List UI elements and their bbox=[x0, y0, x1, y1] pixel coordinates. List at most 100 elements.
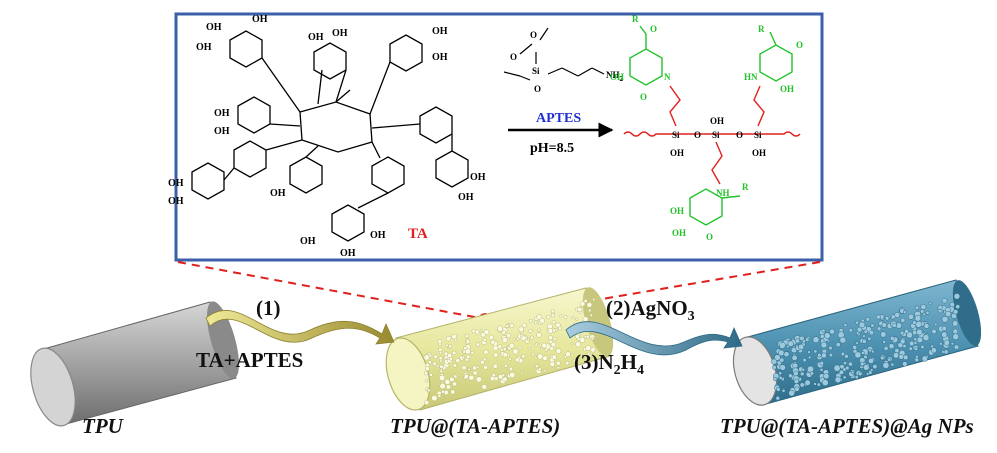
surface-particle bbox=[802, 358, 807, 363]
surface-particle bbox=[463, 346, 468, 351]
surface-particle bbox=[496, 325, 504, 332]
surface-particle bbox=[904, 328, 909, 334]
o-label: O bbox=[736, 130, 743, 140]
surface-particle bbox=[771, 358, 778, 365]
surface-particle bbox=[804, 379, 811, 386]
surface-particle bbox=[855, 341, 859, 345]
surface-particle bbox=[939, 342, 943, 346]
surface-particle bbox=[943, 339, 950, 346]
surface-particle bbox=[920, 344, 925, 349]
surface-particle bbox=[531, 352, 535, 357]
surface-particle bbox=[791, 354, 798, 361]
surface-particle bbox=[816, 382, 821, 387]
nh2-text: NH bbox=[606, 70, 620, 80]
surface-particle bbox=[450, 389, 456, 395]
surface-particle bbox=[868, 357, 874, 364]
surface-particle bbox=[586, 351, 591, 356]
surface-particle bbox=[589, 313, 593, 317]
surface-particle bbox=[514, 357, 520, 363]
surface-particle bbox=[520, 334, 524, 338]
o-label: O bbox=[650, 24, 657, 34]
surface-particle bbox=[448, 344, 453, 349]
oh-label: OH bbox=[214, 108, 230, 119]
surface-particle bbox=[571, 315, 575, 320]
surface-particle bbox=[546, 328, 550, 332]
surface-particle bbox=[536, 332, 542, 338]
surface-particle bbox=[465, 354, 471, 360]
surface-particle bbox=[512, 348, 519, 355]
surface-particle bbox=[550, 341, 557, 348]
surface-particle bbox=[889, 336, 895, 341]
surface-particle bbox=[452, 381, 457, 387]
surface-particle bbox=[427, 360, 433, 365]
surface-particle bbox=[859, 361, 865, 367]
surface-particle bbox=[834, 376, 842, 384]
o-label: O bbox=[640, 92, 647, 102]
oh-label: OH bbox=[300, 236, 316, 247]
r-label: R bbox=[758, 24, 765, 34]
surface-particle bbox=[518, 326, 524, 333]
surface-particle bbox=[943, 349, 949, 355]
surface-particle bbox=[528, 318, 533, 323]
surface-particle bbox=[508, 357, 512, 361]
surface-particle bbox=[793, 370, 799, 377]
surface-particle bbox=[579, 337, 586, 343]
surface-particle bbox=[812, 336, 820, 344]
surface-particle bbox=[941, 297, 948, 304]
surface-particle bbox=[952, 328, 959, 335]
surface-particle bbox=[424, 379, 429, 383]
surface-particle bbox=[537, 353, 544, 360]
surface-particle bbox=[891, 322, 897, 328]
surface-particle bbox=[537, 367, 542, 371]
aptes-structure bbox=[503, 27, 605, 81]
oh-label: OH bbox=[610, 72, 624, 82]
surface-particle bbox=[912, 320, 917, 325]
surface-particle bbox=[433, 354, 438, 360]
surface-particle bbox=[839, 336, 847, 344]
surface-particle bbox=[526, 337, 531, 341]
oh-label: OH bbox=[196, 42, 212, 53]
surface-particle bbox=[501, 373, 506, 377]
surface-particle bbox=[778, 349, 785, 357]
nh-label: NH bbox=[716, 188, 730, 198]
surface-particle bbox=[501, 330, 506, 335]
surface-particle bbox=[502, 347, 507, 352]
surface-particle bbox=[506, 337, 510, 341]
surface-particle bbox=[813, 382, 817, 386]
ta-oh-labels: OH OH OH OH OH OH OH OH OH OH OH OH OH O… bbox=[168, 14, 486, 259]
surface-particle bbox=[588, 308, 592, 313]
step1-arrow bbox=[205, 310, 395, 345]
surface-particle bbox=[492, 363, 498, 369]
surface-particle bbox=[565, 361, 570, 366]
surface-particle bbox=[431, 395, 438, 402]
oh-label: OH bbox=[470, 172, 486, 183]
surface-particle bbox=[801, 368, 806, 372]
surface-particle bbox=[909, 340, 915, 347]
surface-particle bbox=[445, 336, 452, 342]
surface-particle bbox=[542, 355, 548, 361]
surface-particle bbox=[805, 337, 810, 342]
step1-reagent: TA+APTES bbox=[196, 348, 304, 372]
surface-particle bbox=[840, 351, 846, 357]
o-label: O bbox=[510, 52, 517, 62]
surface-particle bbox=[809, 371, 814, 376]
surface-particle bbox=[880, 331, 887, 338]
surface-particle bbox=[779, 342, 786, 349]
surface-particle bbox=[505, 324, 509, 328]
surface-particle bbox=[870, 323, 875, 328]
surface-particle bbox=[453, 338, 458, 342]
surface-particle bbox=[902, 361, 908, 367]
surface-particle bbox=[838, 369, 844, 375]
surface-particle bbox=[900, 317, 906, 323]
surface-particle bbox=[582, 316, 589, 323]
surface-particle bbox=[794, 386, 800, 392]
surface-particle bbox=[575, 317, 579, 321]
surface-particle bbox=[817, 353, 822, 358]
surface-particle bbox=[807, 365, 814, 373]
surface-particle bbox=[892, 352, 900, 359]
surface-particle bbox=[898, 354, 905, 360]
surface-particle bbox=[541, 342, 547, 349]
surface-particle bbox=[819, 333, 825, 339]
surface-particle bbox=[821, 328, 826, 333]
aptes-label: APTES bbox=[536, 111, 581, 126]
